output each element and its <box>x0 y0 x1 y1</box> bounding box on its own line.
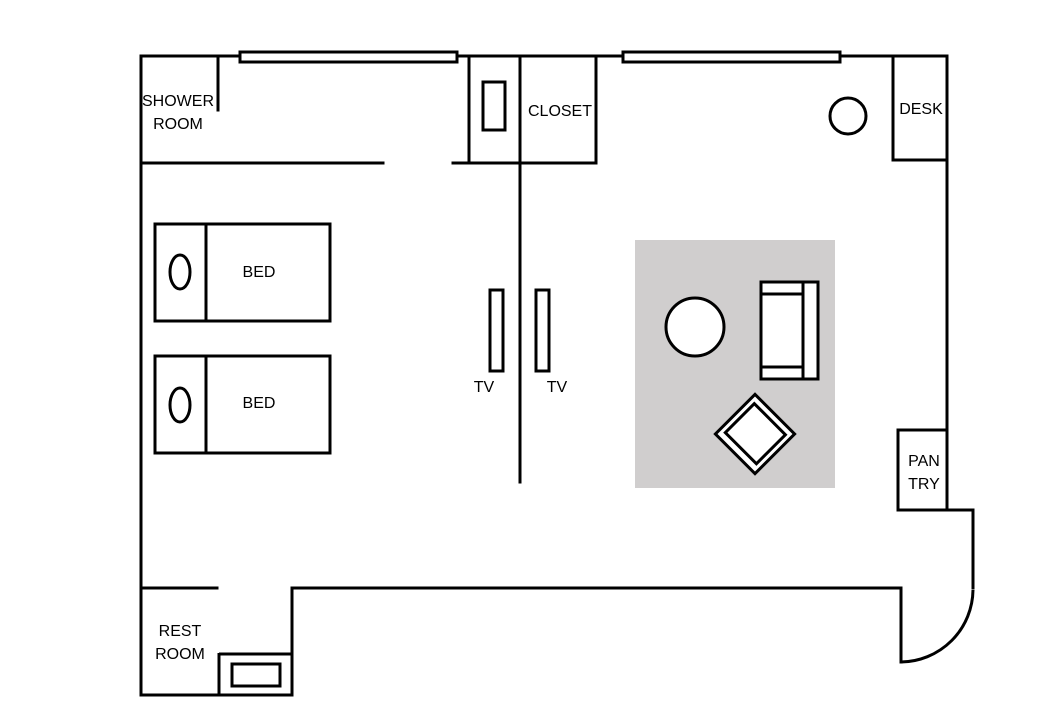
shower-room-label-1: SHOWER <box>142 93 214 110</box>
bed-bottom-label: BED <box>243 395 276 412</box>
desk: DESK <box>891 54 949 162</box>
tv-right <box>534 288 551 373</box>
bed-top-label: BED <box>243 264 276 281</box>
sofa <box>759 280 820 381</box>
pantry: PAN TRY <box>896 428 949 512</box>
rest-room-label-2: ROOM <box>155 646 205 663</box>
bed-top-pillow <box>168 253 192 291</box>
rest-room: REST ROOM <box>139 586 292 695</box>
tv-left <box>488 288 505 373</box>
pantry-label-2: TRY <box>908 476 940 493</box>
shower-room-label-2: ROOM <box>153 116 203 133</box>
window-left <box>238 50 459 64</box>
bathtub <box>230 662 282 688</box>
bed-top-frame <box>153 222 332 323</box>
sofa-frame <box>759 280 820 381</box>
desk-label: DESK <box>899 101 943 118</box>
closet-block: CLOSET <box>451 54 598 165</box>
entry-door-swing <box>900 589 975 664</box>
round-table <box>664 296 726 358</box>
sink-fixture <box>481 80 507 132</box>
closet-label: CLOSET <box>528 103 592 120</box>
shower-room: SHOWER ROOM <box>139 54 385 165</box>
bed-bottom-pillow <box>168 386 192 424</box>
bed-bottom: BED <box>153 354 332 455</box>
bed-top: BED <box>153 222 332 323</box>
rest-room-label-1: REST <box>159 623 202 640</box>
window-right <box>621 50 842 64</box>
armchair <box>713 392 797 476</box>
tv-right-label: TV <box>547 379 568 396</box>
tv-left-label: TV <box>474 379 495 396</box>
armchair-seat <box>723 401 788 466</box>
desk-chair <box>828 96 868 136</box>
lounge-area <box>635 240 835 488</box>
pantry-label-1: PAN <box>908 453 940 470</box>
